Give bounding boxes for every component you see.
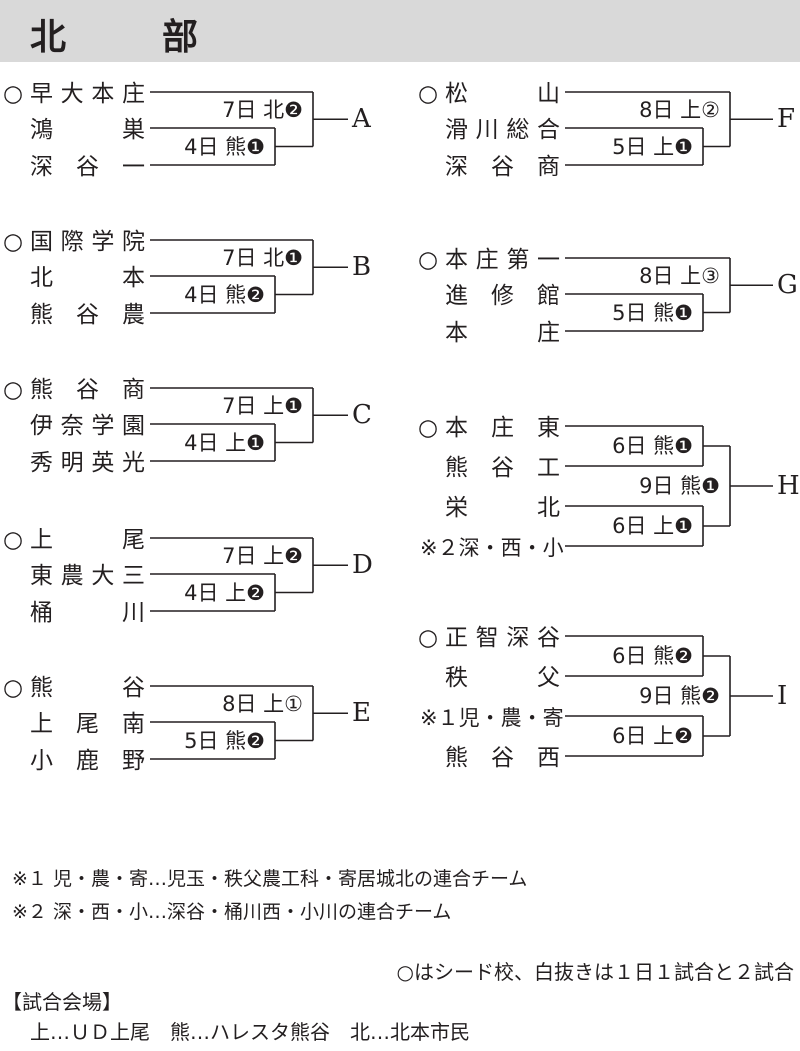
footnote-1: ※１ 児・農・寄…児玉・秩父農工科・寄居城北の連合チーム: [12, 868, 528, 890]
team-name: 秩父: [445, 665, 560, 691]
seed-mark: ○: [418, 247, 439, 273]
team-name: 秀明英光: [30, 450, 145, 476]
block-letter: D: [352, 550, 373, 581]
seed-mark: ○: [3, 527, 24, 553]
team-name: 本庄東: [445, 415, 560, 441]
match-result: 7日 上❷: [222, 544, 303, 568]
match-result: 6日 上❶: [612, 514, 693, 538]
block-letter: C: [352, 400, 372, 431]
block-letter: B: [352, 252, 372, 283]
team-name: ※１児・農・寄: [420, 706, 564, 730]
team-name: 本庄: [445, 320, 560, 346]
block-letter: H: [777, 471, 800, 501]
section-title: 北 部: [30, 17, 229, 58]
seed-mark: ○: [3, 229, 24, 255]
block-letter: E: [352, 698, 371, 729]
team-name: 早大本庄: [30, 81, 145, 107]
team-name: 熊谷商: [30, 377, 145, 403]
match-result: 4日 熊❷: [184, 282, 265, 307]
team-name: 本庄第一: [445, 247, 560, 273]
team-name: 北本: [30, 265, 145, 291]
match-result: 6日 熊❶: [612, 434, 693, 458]
seed-mark: ○: [418, 625, 439, 651]
team-name: 熊谷農: [30, 302, 145, 328]
match-result: 7日 北❶: [222, 246, 303, 270]
match-result: 8日 上③: [639, 264, 720, 288]
team-name: 熊谷西: [445, 745, 560, 771]
venue-heading: 【試合会場】: [2, 990, 122, 1014]
team-name: 熊谷工: [445, 455, 560, 481]
match-result: 8日 上①: [222, 692, 303, 716]
team-name: 深谷商: [445, 154, 560, 180]
seed-mark: ○: [3, 81, 24, 107]
block-letter: A: [352, 104, 371, 135]
team-name: 小鹿野: [30, 748, 145, 774]
block-letter: F: [777, 104, 796, 135]
match-result: 9日 熊❷: [639, 684, 720, 708]
team-name: 熊谷: [30, 675, 145, 701]
team-name: 進修館: [445, 283, 560, 309]
footnote-2: ※２ 深・西・小…深谷・桶川西・小川の連合チーム: [12, 901, 452, 923]
match-result: 4日 上❶: [184, 430, 265, 455]
team-name: 東農大三: [30, 563, 145, 589]
team-name: 桶川: [30, 600, 145, 626]
match-result: 7日 北❷: [222, 98, 303, 122]
match-result: 8日 上②: [639, 98, 720, 122]
match-result: 5日 上❶: [612, 134, 693, 159]
team-name: 松山: [445, 81, 560, 107]
team-name: 深谷一: [30, 154, 145, 180]
team-name: 栄北: [445, 495, 560, 521]
match-result: 4日 上❷: [184, 580, 265, 605]
seed-mark: ○: [3, 675, 24, 701]
seed-mark: ○: [418, 81, 439, 107]
match-result: 4日 熊❶: [184, 134, 265, 159]
team-name: 上尾南: [30, 711, 145, 737]
team-name: 滑川総合: [445, 117, 560, 143]
block-letter: G: [777, 270, 798, 301]
match-result: 5日 熊❷: [184, 728, 265, 753]
team-name: ※２深・西・小: [420, 536, 564, 560]
team-name: 伊奈学園: [30, 413, 145, 439]
match-result: 6日 上❷: [612, 724, 693, 748]
match-result: 6日 熊❷: [612, 644, 693, 668]
team-name: 鴻巣: [30, 117, 145, 143]
section-header: 北 部: [0, 0, 800, 62]
team-name: 上尾: [30, 527, 145, 553]
legend-text: ○はシード校、白抜きは１日１試合と２試合: [396, 960, 794, 984]
block-letter: I: [777, 681, 788, 711]
seed-mark: ○: [418, 415, 439, 441]
match-result: 5日 熊❶: [612, 300, 693, 325]
venue-list: 上…ＵＤ上尾 熊…ハレスタ熊谷 北…北本市民: [30, 1020, 470, 1044]
match-result: 7日 上❶: [222, 394, 303, 418]
team-name: 正智深谷: [445, 625, 560, 651]
team-name: 国際学院: [30, 229, 145, 255]
match-result: 9日 熊❶: [639, 474, 720, 498]
seed-mark: ○: [3, 377, 24, 403]
